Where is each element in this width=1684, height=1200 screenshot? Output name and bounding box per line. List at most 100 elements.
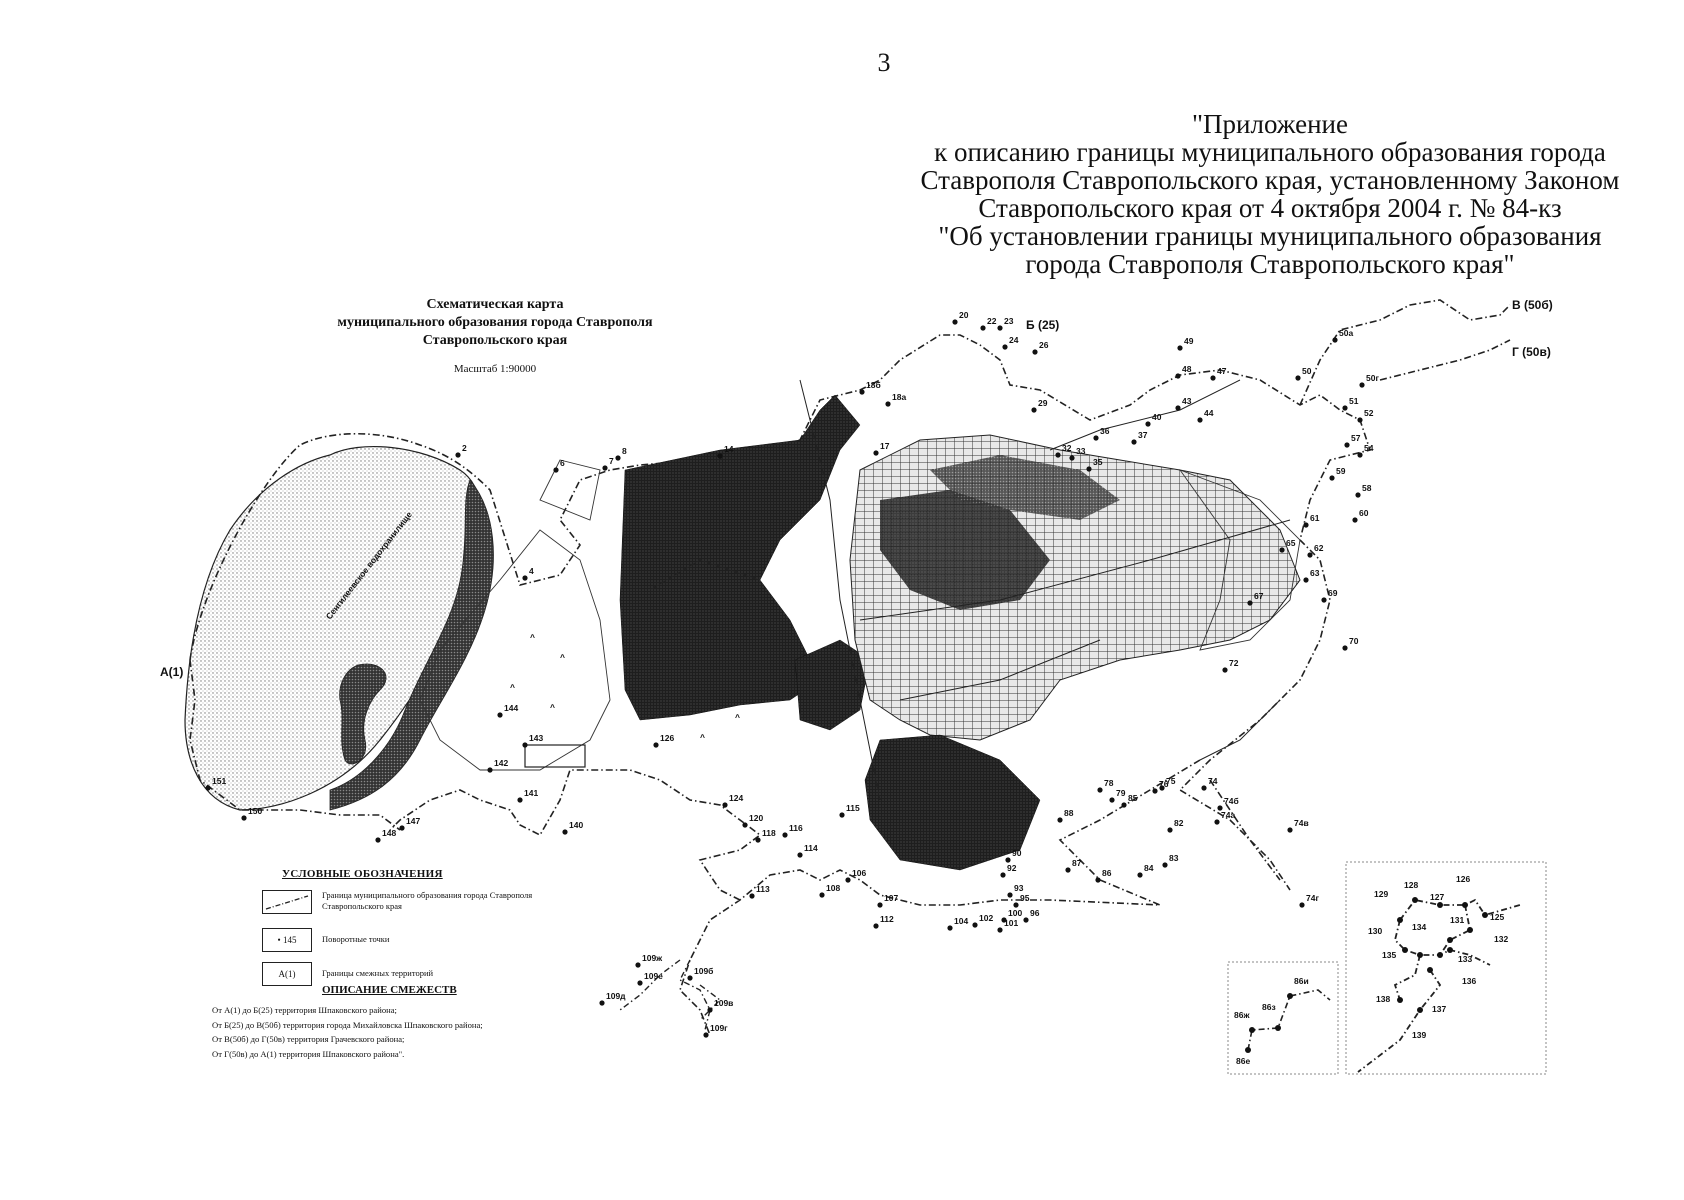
turning-point-marker	[1065, 867, 1071, 873]
turning-point-label: 142	[494, 758, 508, 768]
turning-point-label: 43	[1182, 396, 1192, 406]
adjacency-list: От А(1) до Б(25) территория Шпаковского …	[212, 1003, 483, 1061]
city-south-forest	[864, 734, 1041, 871]
appendix-header: "Приложение к описанию границы муниципал…	[850, 110, 1684, 278]
turning-point-marker	[947, 925, 953, 931]
turning-point-label: 74	[1208, 776, 1218, 786]
turning-point-marker	[1210, 375, 1216, 381]
turning-point-marker	[797, 852, 803, 858]
turning-point-marker	[749, 893, 755, 899]
turning-point-label: 35	[1093, 457, 1103, 467]
turning-point-label: 107	[884, 893, 898, 903]
turning-point-label: 95	[1020, 893, 1030, 903]
turning-point-label: 140	[569, 820, 583, 830]
inset-125-label: 136	[1462, 976, 1476, 986]
turning-point-marker	[1005, 857, 1011, 863]
turning-point-marker	[1095, 877, 1101, 883]
appendix-line: "Об установлении границы муниципального …	[938, 221, 1602, 251]
turning-point-marker	[1162, 862, 1168, 868]
turning-point-label: 40	[1152, 412, 1162, 422]
adjacency-line: От Б(25) до В(50б) территория города Мих…	[212, 1019, 483, 1030]
turning-point-label: 78	[1104, 778, 1114, 788]
turning-point-marker	[522, 742, 528, 748]
turning-point-marker	[1109, 797, 1115, 803]
turning-point-label: 96	[1030, 908, 1040, 918]
corner-label-v: В (50б)	[1512, 298, 1553, 312]
inset-125-label: 130	[1368, 926, 1382, 936]
turning-point-marker	[1057, 817, 1063, 823]
turning-point-label: 74в	[1294, 818, 1309, 828]
turning-point-label: 109ж	[642, 953, 663, 963]
turning-point-marker	[1097, 787, 1103, 793]
turning-point-marker	[1342, 405, 1348, 411]
turning-point-label: 100	[1008, 908, 1022, 918]
inset-125-label: 139	[1412, 1030, 1426, 1040]
reservoir: Сенгилеевское водохранилище	[184, 446, 494, 811]
turning-point-label: 36	[1100, 426, 1110, 436]
turning-point-label: 113	[756, 884, 770, 894]
map-scale: Масштаб 1:90000	[453, 363, 537, 375]
legend-label: Границы смежных территорий	[322, 968, 434, 978]
corner-label-b: Б (25)	[1026, 318, 1060, 332]
map-title-line: муниципального образования города Ставро…	[337, 315, 653, 330]
turning-point-label: 52	[1364, 408, 1374, 418]
inset-125-label: 138	[1376, 994, 1390, 1004]
turning-point-label: 37	[1138, 430, 1148, 440]
turning-point-label: 85	[1128, 793, 1138, 803]
turning-point-label: 18б	[866, 380, 881, 390]
turning-point-label: 115	[846, 803, 860, 813]
turning-point-label: 24	[1009, 335, 1019, 345]
turning-point-marker	[1032, 349, 1038, 355]
inset-125-label: 134	[1412, 922, 1426, 932]
roads	[649, 379, 1291, 801]
page-number: 3	[877, 48, 891, 77]
turning-point-label: 124	[729, 793, 743, 803]
turning-point-marker	[399, 825, 405, 831]
turning-point-label: 75	[1166, 776, 1176, 786]
turning-point-marker	[997, 325, 1003, 331]
turning-point-label: 109в	[714, 998, 733, 1008]
turning-point-marker	[497, 712, 503, 718]
turning-point-marker	[742, 822, 748, 828]
city-dark-center	[880, 490, 1050, 610]
turning-point-label: 63	[1310, 568, 1320, 578]
inset-86-label: 86и	[1294, 976, 1309, 986]
adjacency-line: От В(50б) до Г(50в) территория Грачевско…	[212, 1034, 405, 1044]
south-branch	[619, 959, 722, 1031]
city-east-fields	[1178, 469, 1301, 651]
turning-point-marker	[1357, 452, 1363, 458]
turning-point-marker	[1152, 788, 1158, 794]
turning-point-marker	[1145, 421, 1151, 427]
turning-point-label: 101	[1004, 918, 1018, 928]
turning-point-marker	[877, 902, 883, 908]
turning-point-label: 141	[524, 788, 538, 798]
turning-point-marker	[602, 465, 608, 471]
turning-point-marker	[1013, 902, 1019, 908]
turning-point-marker	[517, 797, 523, 803]
turning-point-marker	[1355, 492, 1361, 498]
turning-point-label: 109д	[606, 991, 626, 1001]
turning-point-label: 147	[406, 816, 420, 826]
inset-125-label: 132	[1494, 934, 1508, 944]
inset-125: 125 126 127 128 129 130 131 132 133 134 …	[1345, 861, 1547, 1075]
forest-middle	[794, 639, 871, 731]
turning-point-marker	[635, 962, 641, 968]
turning-point-label: 93	[1014, 883, 1024, 893]
turning-point-label: 106	[852, 868, 866, 878]
turning-point-marker	[1177, 345, 1183, 351]
turning-point-marker	[885, 401, 891, 407]
turning-point-label: 109г	[710, 1023, 728, 1033]
svg-text:^: ^	[560, 652, 565, 662]
turning-point-marker	[1000, 872, 1006, 878]
turning-point-label: 102	[979, 913, 993, 923]
appendix-line: Ставропольского края от 4 октября 2004 г…	[978, 193, 1562, 223]
turning-point-marker	[952, 319, 958, 325]
turning-point-label: 74г	[1306, 893, 1319, 903]
turning-point-label: 104	[954, 916, 968, 926]
turning-point-marker	[1295, 375, 1301, 381]
legend-swatch-adjacent: А(1)	[262, 962, 312, 986]
turning-point-marker	[1287, 827, 1293, 833]
turning-point-marker	[1007, 892, 1013, 898]
corner-label-a: А(1)	[160, 665, 184, 679]
turning-point-marker	[687, 975, 693, 981]
